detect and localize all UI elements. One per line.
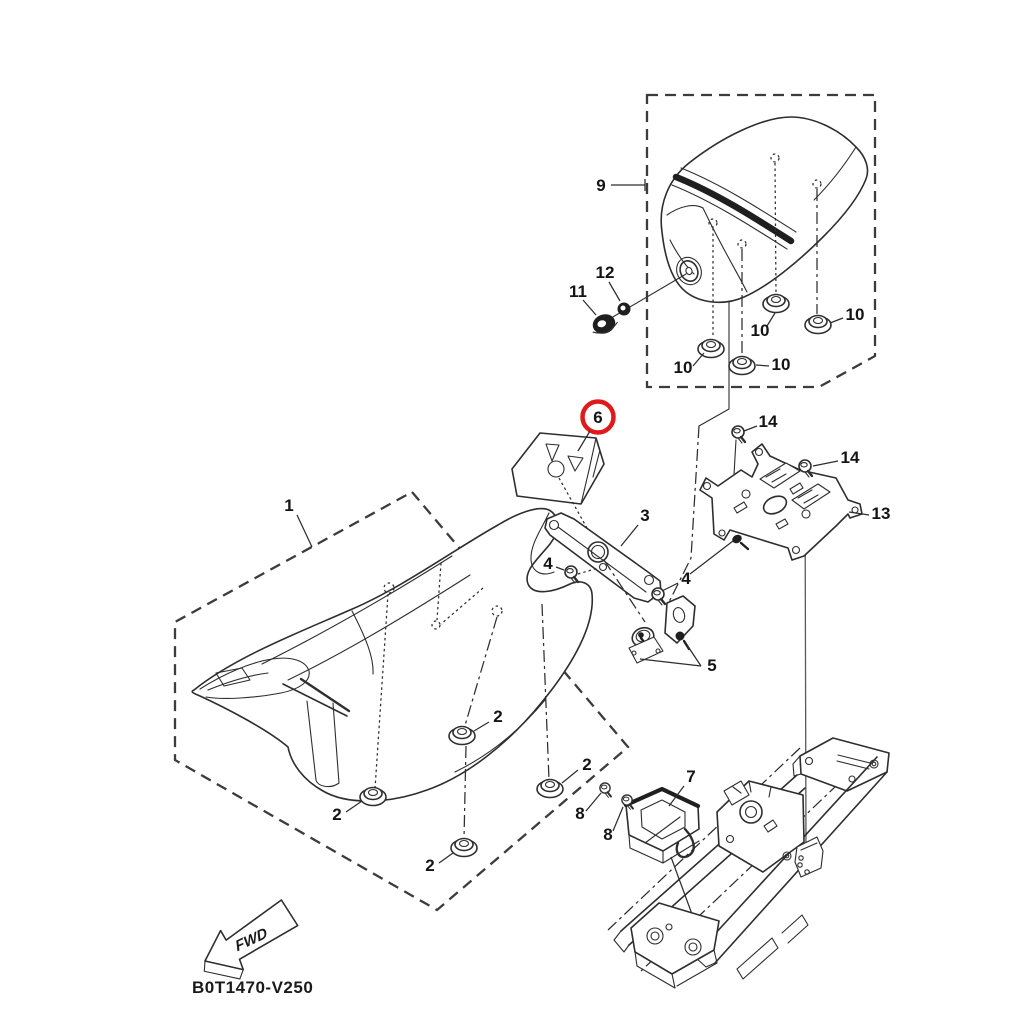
lock-5-illustration: [628, 595, 696, 664]
callout-part-3[interactable]: 3: [620, 506, 650, 547]
callout-part-6[interactable]: 6: [577, 399, 616, 452]
bolt-14-a: [730, 424, 747, 445]
grommet-10-d: [804, 314, 832, 335]
svg-text:10[interactable]: 10: [846, 305, 865, 324]
svg-text:14[interactable]: 14: [841, 448, 860, 467]
seat-lock-assembly: 6 3 4 4 5: [511, 399, 734, 675]
callout-part-8-a[interactable]: 8: [575, 792, 602, 823]
svg-text:2[interactable]: 2: [332, 805, 341, 824]
callout-part-10-c[interactable]: 10: [751, 312, 776, 340]
bolt-4-a: [563, 564, 580, 585]
svg-text:13[interactable]: 13: [872, 504, 891, 523]
svg-text:8[interactable]: 8: [575, 804, 584, 823]
callout-part-7[interactable]: 7: [668, 767, 696, 807]
nut-12-illustration: [617, 302, 631, 316]
callout-part-5[interactable]: 5: [639, 644, 717, 675]
callout-part-11[interactable]: 11: [569, 282, 597, 316]
highlight-circle: [580, 399, 616, 435]
callout-part-2-c[interactable]: 2: [425, 852, 454, 875]
callout-part-4-a[interactable]: 4: [543, 554, 565, 573]
callout-part-10-d[interactable]: 10: [829, 305, 865, 324]
svg-text:7[interactable]: 7: [686, 767, 695, 786]
damper-2-c: [450, 837, 478, 858]
callout-9-label[interactable]: 9: [596, 176, 605, 195]
svg-text:4[interactable]: 4: [681, 569, 691, 588]
svg-text:4[interactable]: 4: [543, 554, 553, 573]
bolt-8-a: [598, 781, 612, 799]
cowl-dashed-box: [645, 93, 877, 389]
svg-text:3[interactable]: 3: [640, 506, 649, 525]
bracket-plate-assembly: 14 14 13: [699, 412, 891, 851]
svg-text:14[interactable]: 14: [759, 412, 778, 431]
svg-text:6[interactable]: 6: [593, 408, 602, 427]
callout-part-1[interactable]: 1: [284, 496, 313, 548]
grommet-10-b: [728, 355, 756, 376]
callout-part-2-a[interactable]: 2: [332, 800, 363, 824]
callout-part-12[interactable]: 12: [596, 263, 621, 302]
callout-part-14-b[interactable]: 14: [812, 448, 860, 467]
callout-part-9[interactable]: 9: [596, 176, 646, 195]
svg-text:10[interactable]: 10: [751, 321, 770, 340]
svg-text:2[interactable]: 2: [493, 707, 502, 726]
svg-text:11[interactable]: 11: [569, 282, 587, 301]
svg-text:5[interactable]: 5: [707, 656, 716, 675]
svg-text:10[interactable]: 10: [772, 355, 791, 374]
seat-assembly: 1 2 2 2 2: [173, 490, 630, 912]
svg-text:12[interactable]: 12: [596, 263, 615, 282]
seat-hook-assembly: 7 8 8: [575, 767, 701, 937]
bracket-6-illustration: [511, 432, 605, 505]
fwd-arrow-icon: [204, 899, 299, 971]
callout-part-14-a[interactable]: 14: [743, 412, 778, 432]
damper-2-b: [448, 725, 476, 746]
rear-frame-illustration: [607, 737, 890, 989]
damper-2-a: [359, 786, 387, 807]
rear-cowl-assembly: 9 10 10 10 10 11 12: [569, 93, 877, 605]
diagram-code: B0T1470-V250: [192, 978, 313, 997]
cowl-illustration: [660, 116, 869, 304]
callout-part-4-b[interactable]: 4: [661, 540, 734, 592]
grommet-10-c: [762, 293, 790, 314]
damper-2-d: [536, 778, 564, 799]
svg-text:1[interactable]: 1: [284, 496, 293, 515]
svg-text:10[interactable]: 10: [674, 358, 693, 377]
svg-text:8[interactable]: 8: [603, 825, 612, 844]
callout-part-2-b[interactable]: 2: [473, 707, 503, 732]
seat-dashed-outline: [173, 490, 630, 912]
svg-text:2[interactable]: 2: [582, 755, 591, 774]
callout-part-10-a[interactable]: 10: [674, 352, 705, 377]
callout-part-2-d[interactable]: 2: [561, 755, 592, 784]
callout-part-10-b[interactable]: 10: [755, 355, 791, 374]
damper-11-illustration: [592, 314, 618, 334]
svg-text:2[interactable]: 2: [425, 856, 434, 875]
cowl-lock-ring: [676, 256, 702, 286]
callout-part-8-b[interactable]: 8: [603, 806, 624, 844]
bracket-13-illustration: [699, 443, 863, 561]
callout-part-13[interactable]: 13: [848, 504, 891, 523]
seat-illustration: [191, 507, 594, 802]
